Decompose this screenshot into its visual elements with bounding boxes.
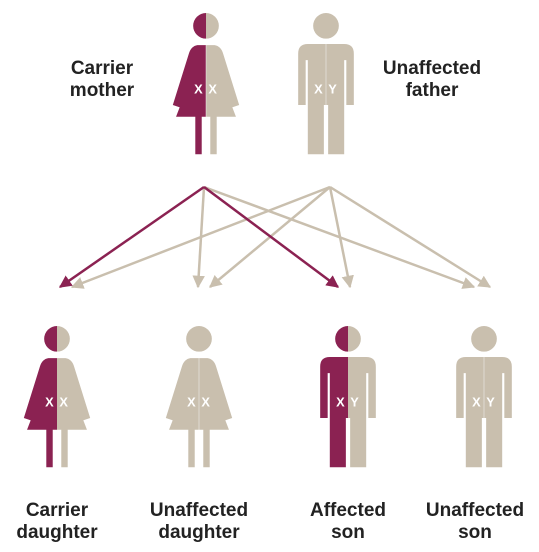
father-chromosomes: X Y (314, 81, 338, 96)
inheritance-arrows (58, 185, 492, 289)
child-label-line1: Affected (309, 500, 386, 521)
mother-label-line1: Carrier (70, 58, 134, 79)
child-label-line1: Unaffected (149, 500, 249, 521)
arrow-mother-to-carrier-daughter (58, 185, 205, 289)
child-chromosomes: X Y (336, 394, 360, 409)
male-figure-icon (320, 326, 376, 468)
child-chromosomes: X X (187, 394, 211, 409)
arrow-mother-to-unaffected-son (203, 185, 476, 289)
child-label: Carrier daughter (2, 500, 112, 544)
child-label-line1: Unaffected (425, 500, 525, 521)
father-label: Unaffected father (362, 58, 502, 102)
affected-son-figure: X Y (320, 326, 376, 468)
child-label-line2: daughter (16, 522, 98, 543)
mother-label-line2: mother (69, 80, 135, 101)
male-figure-icon (298, 13, 354, 155)
mother-figure: X X (172, 13, 240, 155)
child-label-line2: son (458, 522, 492, 543)
female-figure-icon (165, 326, 233, 468)
father-figure: X Y (298, 13, 354, 155)
male-figure-icon (456, 326, 512, 468)
child-label: Affected son (292, 500, 404, 544)
mother-label: Carrier mother (48, 58, 156, 102)
unaffected-daughter-figure: X X (165, 326, 233, 468)
child-label-line2: son (331, 522, 365, 543)
carrier-daughter-figure: X X (23, 326, 91, 468)
father-label-line1: Unaffected (382, 58, 482, 79)
mother-chromosomes: X X (194, 81, 218, 96)
child-label: Unaffected daughter (132, 500, 266, 544)
father-label-line2: father (405, 80, 459, 101)
child-label-line2: daughter (158, 522, 240, 543)
child-label-line1: Carrier (25, 500, 89, 521)
child-chromosomes: X X (45, 394, 69, 409)
arrow-mother-to-unaffected-daughter (192, 186, 206, 289)
female-figure-icon (172, 13, 240, 155)
arrow-mother-to-affected-son (203, 185, 340, 289)
female-figure-icon (23, 326, 91, 468)
unaffected-son-figure: X Y (456, 326, 512, 468)
child-label: Unaffected son (412, 500, 538, 544)
child-chromosomes: X Y (472, 394, 496, 409)
arrow-father-to-unaffected-son (329, 185, 492, 289)
